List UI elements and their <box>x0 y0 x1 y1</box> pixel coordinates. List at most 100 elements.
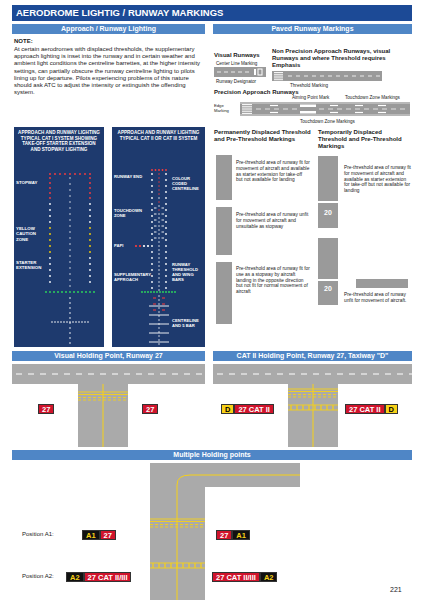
centre-line-marking <box>238 72 242 73</box>
label-text: NOTE: <box>14 38 204 45</box>
centre-line-marking <box>256 109 261 110</box>
section-heading: CAT II Holding Point, Runway 27, Taxiway… <box>213 351 412 361</box>
threshold-marking <box>242 113 252 114</box>
label: RUNWAY THRESHOLD AND WING BARS <box>172 262 204 282</box>
label-text: Temporarily Displaced Threshold and Pre-… <box>318 129 412 151</box>
holding-sign: 27 CAT II <box>234 404 274 414</box>
threshold-marking <box>242 109 252 110</box>
light <box>158 343 159 344</box>
label: Threshold Marking <box>290 83 360 89</box>
light <box>147 245 149 247</box>
title-band <box>12 5 412 21</box>
light <box>74 173 76 175</box>
light <box>89 233 91 235</box>
runway-centreline <box>196 374 202 375</box>
label-text: STOPWAY <box>16 180 46 185</box>
light <box>158 221 159 222</box>
light <box>158 249 159 250</box>
label: STARTER EXTENSION <box>16 260 46 271</box>
centre-line-marking <box>382 109 387 110</box>
threshold-bar <box>318 201 338 203</box>
light <box>171 291 173 293</box>
light <box>158 265 159 266</box>
touchdown-bar <box>154 226 157 227</box>
centre-line-marking <box>224 72 228 73</box>
panel-heading: APPROACH AND RUNWAY LIGHTING TYPICAL CAT… <box>18 130 100 152</box>
holding-sign: 27 CAT II/III <box>84 572 132 582</box>
light <box>158 233 159 234</box>
light <box>89 275 91 277</box>
holding-line <box>288 410 338 411</box>
holding-line <box>176 563 177 568</box>
label: Pre-threshold area of runway unfit for m… <box>236 212 310 229</box>
holding-line <box>158 563 159 568</box>
light <box>165 287 167 289</box>
light <box>158 303 159 304</box>
light <box>69 177 70 178</box>
sign-text: 27 <box>42 405 50 415</box>
light <box>69 255 70 256</box>
runway-centreline <box>301 374 307 375</box>
section-bar: Paved Runway Markings <box>213 24 412 34</box>
panel-ground <box>14 127 104 347</box>
light <box>87 321 89 323</box>
label: RUNWAY END <box>114 174 150 179</box>
light <box>69 249 70 250</box>
light <box>49 263 51 265</box>
light <box>165 173 167 175</box>
light <box>73 291 75 293</box>
light <box>151 185 153 187</box>
light <box>165 233 167 235</box>
label-text: 221 <box>390 586 414 594</box>
light <box>89 245 91 247</box>
light <box>64 173 66 175</box>
light <box>158 205 159 206</box>
light <box>89 263 91 265</box>
pre-threshold-strip <box>356 279 408 288</box>
light <box>49 203 51 205</box>
light <box>151 287 153 289</box>
holding-sign: 27 <box>38 404 54 414</box>
light <box>57 321 59 323</box>
light <box>69 243 70 244</box>
light <box>151 263 153 265</box>
label-text: Pre-threshold area of runway unfit for m… <box>236 212 310 229</box>
touchdown-bar <box>162 232 165 233</box>
title-text: AERODROME LIGHTIG / RUNWAY MARKINGS <box>16 7 406 19</box>
label: SUPPLEMENTARY APPROACH <box>114 272 151 282</box>
light <box>158 331 159 332</box>
holding-line <box>302 405 303 410</box>
runway-centreline <box>100 374 106 375</box>
light <box>158 269 159 270</box>
light <box>49 182 51 184</box>
label-text: Threshold Marking <box>290 83 360 89</box>
light <box>151 269 153 271</box>
runway-centreline <box>136 374 142 375</box>
label: Position A1: <box>22 531 66 538</box>
holding-line <box>320 405 321 410</box>
light <box>165 179 167 181</box>
light <box>75 321 77 323</box>
crossbar <box>149 333 169 334</box>
label: 20 <box>319 209 337 217</box>
runway-centreline <box>409 374 415 375</box>
light <box>151 173 153 175</box>
light <box>158 197 159 198</box>
sign-text: 27 CAT II <box>238 405 270 415</box>
threshold-marking <box>242 108 252 109</box>
centre-line-marking <box>344 76 348 77</box>
centre-line-marking <box>368 76 372 77</box>
runway-centreline <box>349 374 355 375</box>
light <box>89 203 91 205</box>
light <box>158 185 159 186</box>
light <box>158 299 159 300</box>
section-heading: Visual Holding Point, Runway 27 <box>12 351 205 361</box>
light <box>49 177 51 179</box>
runway-centreline <box>76 374 82 375</box>
light <box>158 335 159 336</box>
sign-text: 27 CAT II/III <box>88 573 128 583</box>
threshold-bar <box>216 200 232 202</box>
light <box>158 229 159 230</box>
threshold-marking <box>274 72 283 73</box>
